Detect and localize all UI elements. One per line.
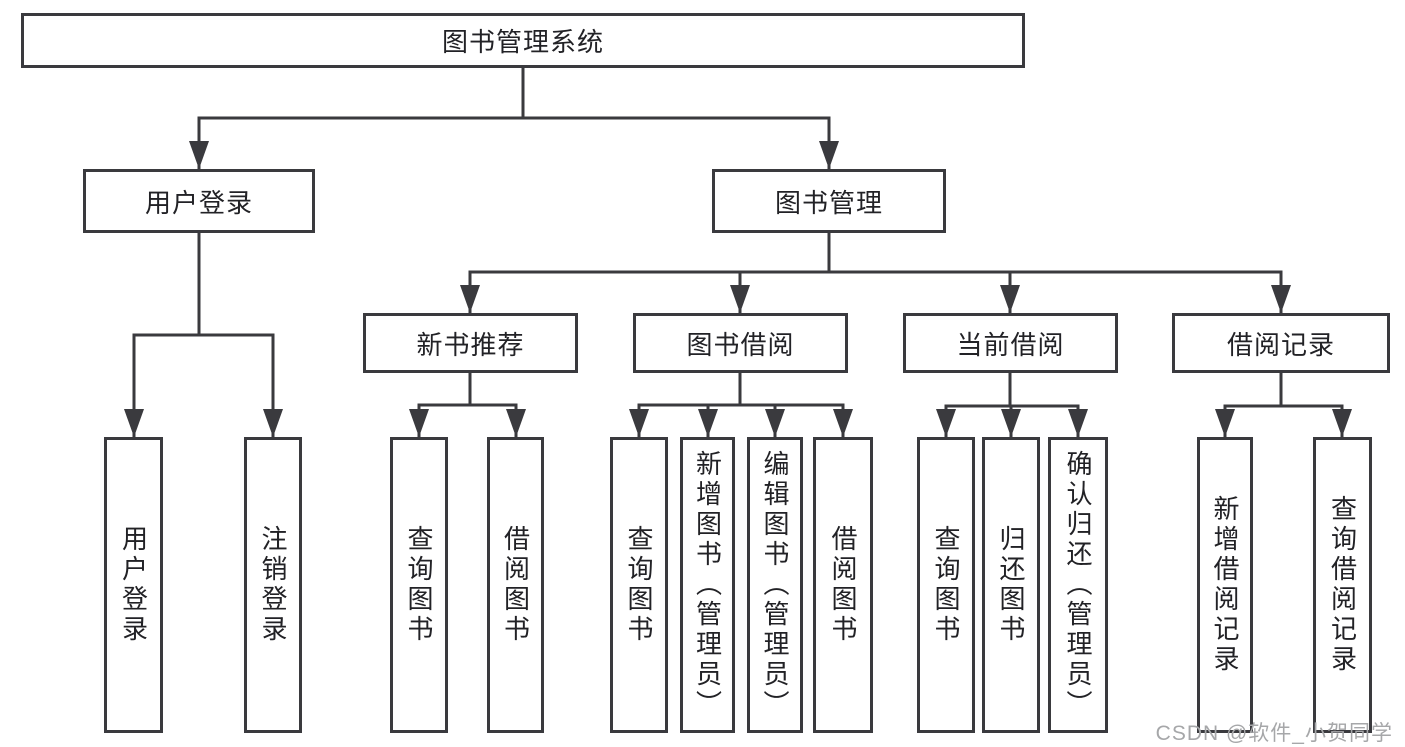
node-book-borrow: 图书借阅 [633, 313, 848, 373]
leaf-edit-book-admin-label: 编辑图书（管理员） [760, 450, 790, 720]
node-new-book-recommend-label: 新书推荐 [416, 329, 525, 360]
csdn-watermark: CSDN @软件_小贺同学 [1155, 722, 1393, 745]
leaf-query-book-3-label: 查询图书 [931, 525, 961, 645]
node-book-management-label: 图书管理 [774, 187, 883, 218]
leaf-logout: 注销登录 [244, 437, 302, 733]
leaf-query-book-2: 查询图书 [610, 437, 668, 733]
leaf-query-book-1-label: 查询图书 [404, 525, 434, 645]
leaf-confirm-return-admin: 确认归还（管理员） [1048, 437, 1108, 733]
node-borrow-records-label: 借阅记录 [1226, 329, 1335, 360]
node-new-book-recommend: 新书推荐 [363, 313, 578, 373]
leaf-borrow-book-1-label: 借阅图书 [500, 525, 531, 645]
node-current-borrow-label: 当前借阅 [956, 329, 1065, 360]
leaf-add-book-admin-label: 新增图书（管理员） [692, 450, 723, 720]
leaf-query-book-3: 查询图书 [917, 437, 975, 733]
leaf-query-borrow-record-label: 查询借阅记录 [1327, 495, 1358, 675]
leaf-add-borrow-record-label: 新增借阅记录 [1210, 495, 1240, 675]
node-user-login-label: 用户登录 [144, 187, 253, 218]
leaf-return-book-label: 归还图书 [996, 525, 1026, 645]
leaf-add-book-admin: 新增图书（管理员） [680, 437, 735, 733]
leaf-borrow-book-2-label: 借阅图书 [828, 525, 858, 645]
leaf-edit-book-admin: 编辑图书（管理员） [747, 437, 803, 733]
leaf-query-borrow-record: 查询借阅记录 [1313, 437, 1372, 733]
node-user-login: 用户登录 [83, 169, 315, 233]
connector-trunks [132, 66, 1344, 408]
node-book-borrow-label: 图书借阅 [686, 329, 795, 360]
leaf-user-login: 用户登录 [104, 437, 163, 733]
node-root-label: 图书管理系统 [441, 27, 604, 57]
leaf-logout-label: 注销登录 [258, 525, 288, 645]
node-current-borrow: 当前借阅 [903, 313, 1118, 373]
leaf-borrow-book-1: 借阅图书 [487, 437, 544, 733]
node-book-management: 图书管理 [712, 169, 946, 233]
node-borrow-records: 借阅记录 [1172, 313, 1390, 373]
leaf-user-login-label: 用户登录 [118, 525, 149, 645]
leaf-query-book-2-label: 查询图书 [624, 525, 654, 645]
node-root-system: 图书管理系统 [21, 13, 1025, 68]
leaf-query-book-1: 查询图书 [390, 437, 448, 733]
leaf-return-book: 归还图书 [982, 437, 1040, 733]
leaf-borrow-book-2: 借阅图书 [813, 437, 873, 733]
leaf-confirm-return-admin-label: 确认归还（管理员） [1063, 450, 1093, 720]
leaf-add-borrow-record: 新增借阅记录 [1197, 437, 1253, 733]
